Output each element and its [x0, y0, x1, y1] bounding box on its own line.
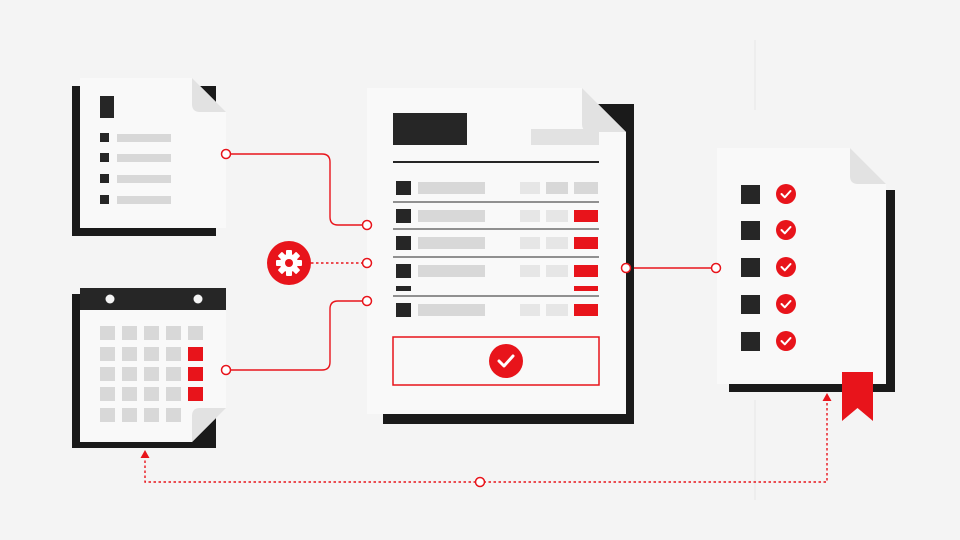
divider — [393, 161, 599, 163]
table-row — [396, 264, 598, 291]
day-cell — [144, 367, 159, 381]
calendar-header-bar — [80, 288, 226, 310]
text-line — [117, 154, 171, 162]
day-cell-highlighted — [188, 367, 203, 381]
list-item — [741, 294, 796, 314]
day-cell — [144, 408, 159, 422]
day-cell — [122, 326, 137, 340]
flag-cell — [574, 237, 598, 249]
table-row — [396, 236, 598, 250]
day-cell — [166, 408, 181, 422]
day-cell — [122, 347, 137, 361]
calendar-grid — [100, 326, 203, 422]
check-circle-icon — [776, 294, 796, 314]
day-cell — [100, 347, 115, 361]
day-cell-highlighted — [188, 347, 203, 361]
flag-cell — [574, 210, 598, 222]
arrowheads — [140, 393, 832, 458]
check-circle-icon — [776, 184, 796, 204]
day-cell — [144, 326, 159, 340]
connector-node-icon — [220, 364, 232, 376]
connector-node-icon — [361, 219, 373, 231]
day-cell — [122, 408, 137, 422]
calendar — [72, 288, 226, 448]
subtitle-block — [531, 129, 599, 145]
checklist — [741, 184, 796, 351]
bookmark-ribbon-icon — [842, 372, 873, 421]
connector-node-icon — [220, 148, 232, 160]
document-paper — [367, 88, 626, 414]
calendar-fold — [192, 408, 226, 442]
title-block — [393, 113, 467, 145]
approve-box — [392, 336, 600, 386]
connector-calendar-to-main — [226, 300, 367, 371]
day-cell — [166, 347, 181, 361]
day-cell — [166, 326, 181, 340]
document-fold — [850, 148, 886, 184]
arrow-up-icon — [140, 450, 150, 458]
day-cell — [100, 408, 115, 422]
list-document — [72, 78, 226, 236]
day-cell — [100, 387, 115, 401]
connector-list-to-main — [226, 153, 367, 226]
text-line — [117, 175, 171, 183]
text-line — [117, 134, 171, 142]
check-circle-icon — [776, 220, 796, 240]
day-cell — [144, 347, 159, 361]
flag-cell — [574, 304, 598, 316]
document-paper — [717, 148, 886, 384]
bullet-icon — [100, 133, 109, 142]
list-item — [741, 184, 796, 204]
check-icon — [489, 344, 523, 378]
connector-node-icon — [710, 262, 722, 274]
flag-cell — [574, 265, 598, 277]
bullet-icon — [100, 195, 109, 204]
list-item — [741, 257, 796, 277]
gear-icon — [267, 241, 311, 285]
day-cell — [166, 387, 181, 401]
table-row — [396, 181, 598, 195]
connectors — [144, 153, 828, 483]
day-cell-highlighted — [188, 387, 203, 401]
day-cell — [144, 387, 159, 401]
header-block — [100, 96, 114, 118]
connector-node-icon — [361, 295, 373, 307]
arrow-up-icon — [822, 393, 832, 401]
day-cell — [100, 367, 115, 381]
table-row — [396, 303, 598, 317]
bullet-icon — [100, 174, 109, 183]
document-fold — [582, 88, 626, 132]
day-cell — [166, 367, 181, 381]
day-cell — [122, 367, 137, 381]
binder-ring-icon — [105, 294, 115, 304]
document-fold — [192, 78, 226, 112]
list-item — [741, 220, 796, 240]
bullet-list — [100, 133, 171, 204]
table-row — [396, 209, 598, 223]
document-paper — [80, 78, 226, 228]
connector-node-icon — [474, 476, 486, 488]
connector-node-icon — [361, 257, 373, 269]
day-cell — [100, 326, 115, 340]
check-circle-icon — [776, 331, 796, 351]
day-cell — [188, 326, 203, 340]
table — [393, 181, 599, 317]
text-line — [117, 196, 171, 204]
binder-ring-icon — [193, 294, 203, 304]
connector-node-icon — [620, 262, 632, 274]
connector-feedback-loop — [144, 398, 828, 483]
connector-nodes — [220, 148, 722, 488]
checklist-document — [717, 148, 895, 421]
flag-cell — [574, 286, 598, 291]
bullet-icon — [100, 153, 109, 162]
list-item — [741, 331, 796, 351]
day-cell — [122, 387, 137, 401]
check-circle-icon — [776, 257, 796, 277]
main-document — [367, 88, 634, 424]
